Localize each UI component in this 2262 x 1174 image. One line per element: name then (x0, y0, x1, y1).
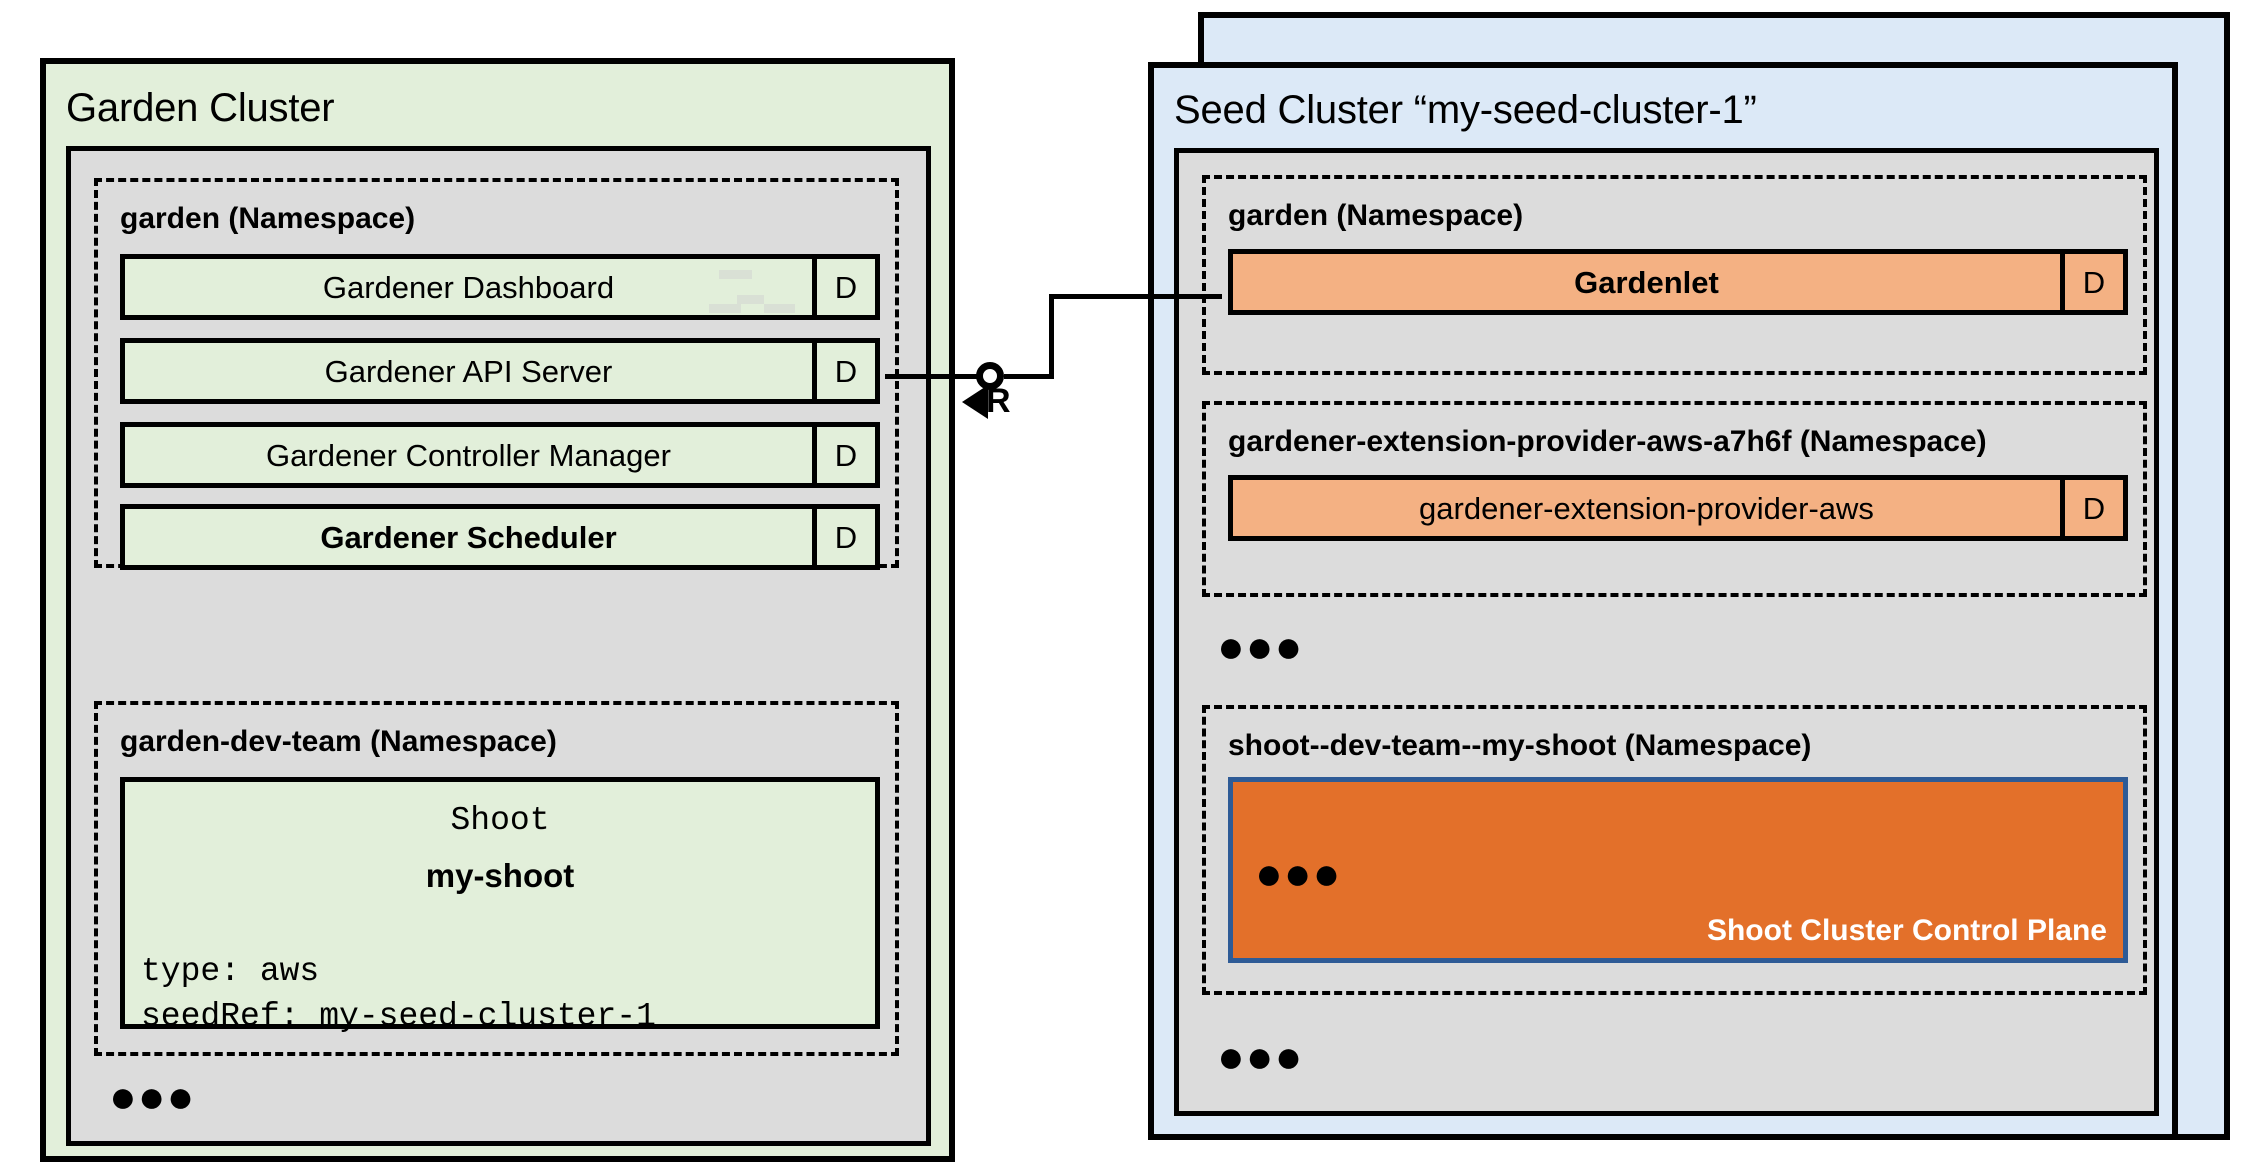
render-artefact-mark (764, 304, 795, 313)
component-gardener-dashboard[interactable]: Gardener Dashboard D (120, 254, 880, 320)
seed-more-indicator-bottom: ●●● (1217, 1030, 1304, 1082)
component-gardener-scheduler-kind: D (812, 509, 875, 565)
resource-shoot-name: my-shoot (425, 857, 575, 894)
seed-cluster-title: Seed Cluster “my-seed-cluster-1” (1174, 88, 1757, 132)
connector-socket (976, 362, 1004, 390)
component-gardener-scheduler[interactable]: Gardener Scheduler D (120, 504, 880, 570)
connector-arrowhead-icon (962, 385, 988, 419)
connector-segment-left (885, 374, 980, 379)
component-gardenlet-label: Gardenlet (1574, 264, 1719, 300)
garden-more-indicator: ●●● (109, 1070, 196, 1122)
render-artefact-mark (719, 270, 752, 279)
namespace-garden-title: garden (Namespace) (120, 202, 416, 235)
component-gardenlet[interactable]: Gardenlet D (1228, 249, 2128, 315)
resource-shoot-kind: Shoot (450, 802, 550, 839)
component-extension-provider-aws[interactable]: gardener-extension-provider-aws D (1228, 475, 2128, 541)
component-gardener-controller-manager-label: Gardener Controller Manager (266, 437, 671, 473)
component-gardener-controller-manager[interactable]: Gardener Controller Manager D (120, 422, 880, 488)
namespace-shoot-dev-team-my-shoot: shoot--dev-team--my-shoot (Namespace) ●●… (1202, 705, 2147, 995)
component-extension-provider-aws-label: gardener-extension-provider-aws (1419, 490, 1874, 526)
component-extension-provider-aws-kind: D (2060, 480, 2123, 536)
namespace-shoot-dev-team-my-shoot-title: shoot--dev-team--my-shoot (Namespace) (1228, 729, 1812, 762)
component-gardener-scheduler-label: Gardener Scheduler (320, 519, 617, 555)
namespace-extension-provider-aws: gardener-extension-provider-aws-a7h6f (N… (1202, 401, 2147, 597)
connector-segment-riser (1049, 294, 1054, 379)
resource-shoot-spec: type: aws seedRef: my-seed-cluster-1 (141, 953, 656, 1035)
namespace-seed-garden-title: garden (Namespace) (1228, 199, 1524, 232)
render-artefact-mark (737, 295, 764, 304)
component-gardener-dashboard-label: Gardener Dashboard (322, 269, 615, 305)
component-gardener-api-server-label: Gardener API Server (324, 353, 613, 389)
namespace-garden: garden (Namespace) Gardener Dashboard D … (94, 178, 899, 570)
component-gardener-api-server-kind: D (812, 343, 875, 399)
namespace-extension-provider-aws-title: gardener-extension-provider-aws-a7h6f (N… (1228, 425, 1987, 458)
connector-segment-right (1004, 374, 1054, 379)
connector-segment-top (1049, 294, 1222, 299)
resource-shoot[interactable]: Shoot my-shoot type: aws seedRef: my-see… (120, 777, 880, 1035)
garden-kubernetes-panel: garden (Namespace) Gardener Dashboard D … (66, 146, 931, 1146)
seed-more-indicator-mid: ●●● (1217, 620, 1304, 672)
render-artefact-mark (709, 304, 741, 313)
garden-cluster-title: Garden Cluster (66, 86, 335, 130)
component-gardener-api-server[interactable]: Gardener API Server D (120, 338, 880, 404)
component-gardener-controller-manager-kind: D (812, 427, 875, 483)
connector-relation-label: R (986, 382, 1011, 420)
namespace-seed-garden: garden (Namespace) Gardenlet D (1202, 175, 2147, 375)
control-plane-label: Shoot Cluster Control Plane (1706, 914, 2107, 947)
component-gardener-dashboard-kind: D (812, 259, 875, 315)
seed-cluster: Seed Cluster “my-seed-cluster-1” garden … (1148, 62, 2178, 1140)
garden-cluster: Garden Cluster garden (Namespace) Garden… (40, 58, 955, 1162)
namespace-garden-dev-team-title: garden-dev-team (Namespace) (120, 725, 557, 758)
seed-kubernetes-panel: garden (Namespace) Gardenlet D gardener-… (1174, 148, 2159, 1116)
shoot-cluster-control-plane[interactable]: ●●● Shoot Cluster Control Plane (1228, 777, 2128, 963)
namespace-garden-dev-team: garden-dev-team (Namespace) Shoot my-sho… (94, 701, 899, 1056)
component-gardenlet-kind: D (2060, 254, 2123, 310)
control-plane-more-indicator: ●●● (1255, 847, 1342, 899)
